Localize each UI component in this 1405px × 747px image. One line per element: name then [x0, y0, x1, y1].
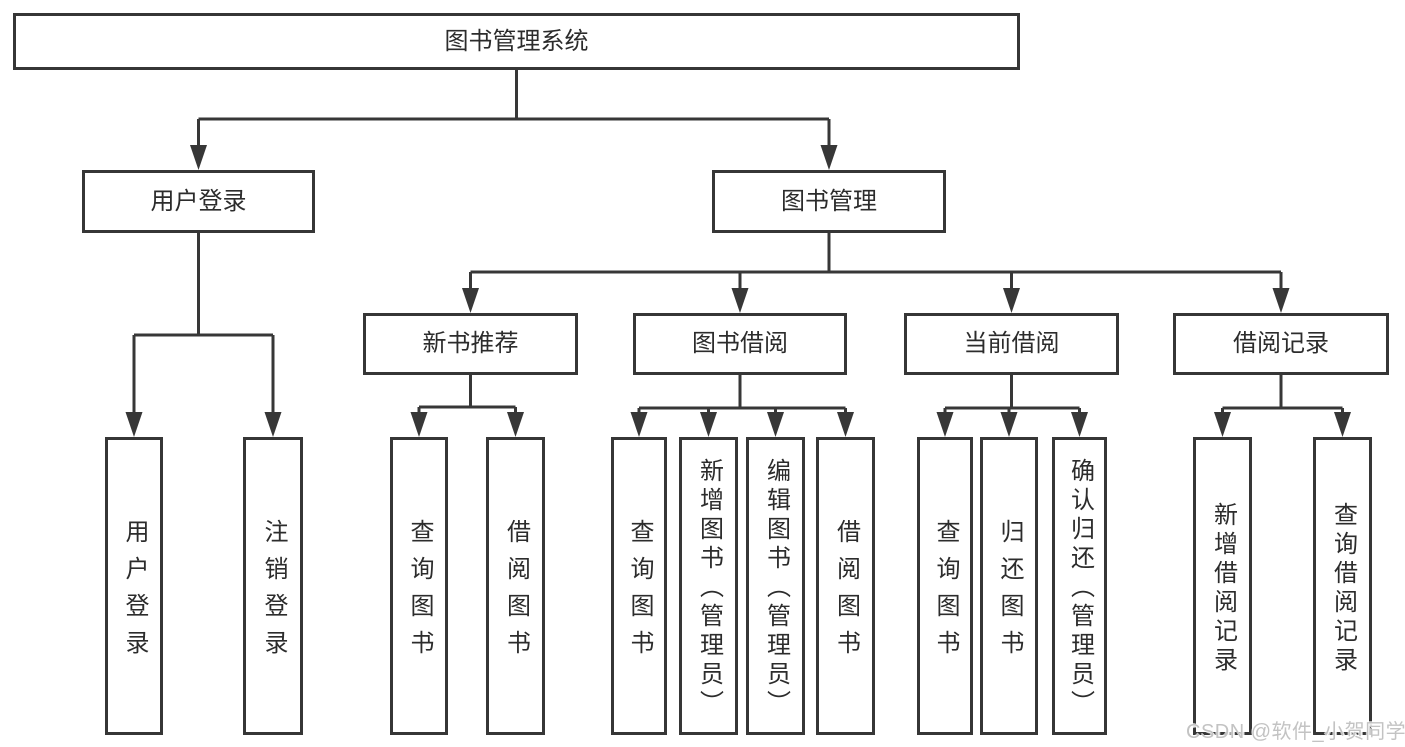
node-user-login-label: 用户登录	[150, 187, 247, 215]
node-book-management: 图书管理	[712, 170, 946, 233]
leaf-borrow-books-label: 借阅图书	[832, 518, 860, 667]
arrowheads	[125, 145, 1351, 437]
node-new-book-recommend: 新书推荐	[363, 313, 578, 375]
leaf-query-borrow-record: 查询借阅记录	[1313, 437, 1372, 735]
leaf-logout-label: 注销登录	[260, 518, 287, 667]
node-current-borrowing: 当前借阅	[904, 313, 1119, 375]
leaf-query-books-borrowing-label: 查询图书	[626, 518, 653, 667]
leaf-confirm-return-admin-label: 确认归还（管理员）	[1066, 458, 1094, 719]
leaf-borrow-books: 借阅图书	[816, 437, 875, 735]
node-borrowing-records: 借阅记录	[1173, 313, 1389, 375]
node-current-borrowing-label: 当前借阅	[963, 330, 1060, 357]
leaf-query-books-recommend-label: 查询图书	[406, 518, 433, 667]
leaf-user-login-label: 用户登录	[121, 518, 148, 667]
node-book-borrowing: 图书借阅	[633, 313, 847, 375]
leaf-query-books-borrowing: 查询图书	[611, 437, 667, 735]
leaf-user-login: 用户登录	[105, 437, 163, 735]
leaf-query-borrow-record-label: 查询借阅记录	[1329, 501, 1357, 676]
leaf-return-book-label: 归还图书	[996, 518, 1023, 667]
leaf-edit-book-admin: 编辑图书（管理员）	[746, 437, 805, 735]
leaf-add-book-admin-label: 新增图书（管理员）	[695, 458, 723, 719]
node-book-management-label: 图书管理	[781, 187, 877, 215]
leaf-return-book: 归还图书	[980, 437, 1038, 735]
csdn-watermark: CSDN @软件_小贺同学	[1186, 721, 1405, 743]
node-book-borrowing-label: 图书借阅	[692, 330, 788, 357]
leaf-query-books-recommend: 查询图书	[390, 437, 448, 735]
leaf-logout: 注销登录	[243, 437, 303, 735]
node-user-login: 用户登录	[82, 170, 315, 233]
leaf-add-book-admin: 新增图书（管理员）	[679, 437, 738, 735]
node-library-system: 图书管理系统	[13, 13, 1020, 70]
leaf-query-books-current-label: 查询图书	[932, 518, 959, 667]
node-new-book-recommend-label: 新书推荐	[422, 330, 519, 357]
leaf-add-borrow-record: 新增借阅记录	[1193, 437, 1252, 735]
node-borrowing-records-label: 借阅记录	[1233, 330, 1329, 357]
leaf-add-borrow-record-label: 新增借阅记录	[1209, 501, 1237, 676]
leaf-edit-book-admin-label: 编辑图书（管理员）	[762, 458, 790, 719]
leaf-confirm-return-admin: 确认归还（管理员）	[1052, 437, 1107, 735]
leaf-borrow-books-recommend-label: 借阅图书	[502, 518, 530, 667]
node-library-system-label: 图书管理系统	[444, 27, 589, 55]
leaf-query-books-current: 查询图书	[917, 437, 973, 735]
leaf-borrow-books-recommend: 借阅图书	[486, 437, 545, 735]
